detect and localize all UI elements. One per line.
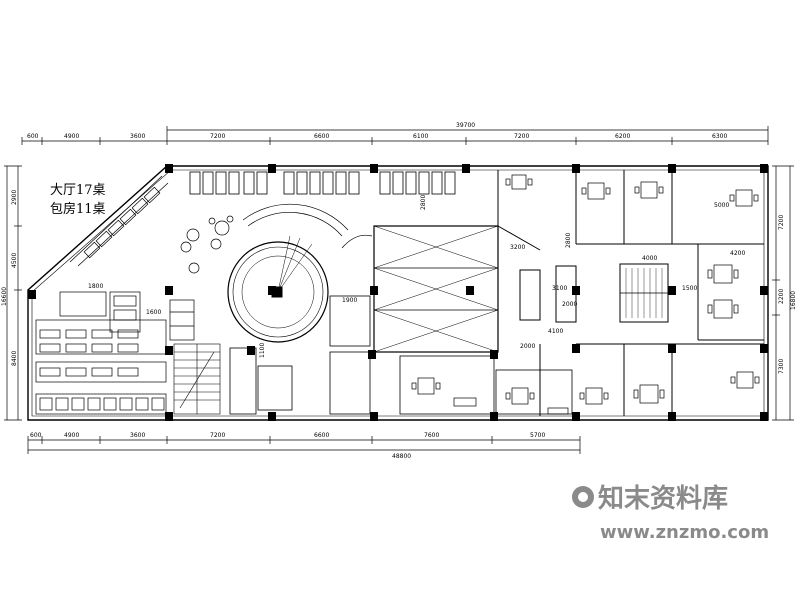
reception-round-tables bbox=[180, 215, 234, 274]
room-dim-2: 2800 bbox=[420, 195, 427, 210]
room-dim-11: 4200 bbox=[730, 250, 745, 257]
dim-bottom-total: 48800 bbox=[392, 453, 411, 460]
dim-top-3: 3600 bbox=[130, 133, 145, 140]
dim-right-1: 7200 bbox=[778, 215, 785, 230]
watermark-url: www.znzmo.com bbox=[600, 522, 769, 543]
diagonal-window-tables bbox=[69, 175, 169, 267]
room-dim-12: 2800 bbox=[565, 233, 572, 248]
dim-left-total: 16600 bbox=[1, 287, 8, 306]
room-dim-8: 2000 bbox=[562, 301, 577, 308]
dim-top-2: 4900 bbox=[64, 133, 79, 140]
dim-top-7: 7200 bbox=[514, 133, 529, 140]
room-dim-9: 5000 bbox=[714, 202, 729, 209]
dim-bottom-1: 600 bbox=[30, 432, 42, 439]
room-dim-14: 1600 bbox=[146, 309, 161, 316]
dim-right-3: 7300 bbox=[778, 359, 785, 374]
room-dimension-labels: 3200 2800 4000 1500 3100 1900 4100 2000 … bbox=[88, 195, 745, 358]
elevator-core bbox=[619, 263, 669, 323]
dim-top-4: 7200 bbox=[210, 133, 225, 140]
dim-left-3: 8400 bbox=[11, 351, 18, 366]
dim-bottom-5: 6600 bbox=[314, 432, 329, 439]
top-booth-row bbox=[189, 171, 456, 195]
room-dim-7: 4100 bbox=[548, 328, 563, 335]
watermark: 知末资料库 www.znzmo.com bbox=[572, 484, 769, 543]
dim-top-8: 6200 bbox=[615, 133, 630, 140]
dim-right-total: 16800 bbox=[790, 291, 797, 310]
room-dim-6: 1900 bbox=[342, 297, 357, 304]
right-dimension-labels: 7200 2200 7300 16800 bbox=[778, 215, 797, 374]
building-outline bbox=[27, 165, 769, 421]
dim-left-2: 4500 bbox=[11, 253, 18, 268]
dim-top-6: 6100 bbox=[413, 133, 428, 140]
seating-note: 大厅17桌 包房11桌 bbox=[50, 183, 106, 217]
left-dimension-chain bbox=[4, 165, 22, 421]
right-dimension-chain bbox=[772, 165, 794, 421]
note-private-rooms: 包房11桌 bbox=[50, 201, 106, 217]
dim-top-9: 6300 bbox=[712, 133, 727, 140]
left-dimension-labels: 2900 4500 8400 16600 bbox=[1, 190, 18, 366]
central-core bbox=[329, 225, 499, 353]
private-room-partitions bbox=[497, 170, 764, 416]
dim-bottom-7: 5700 bbox=[530, 432, 545, 439]
dim-top-total: 39700 bbox=[456, 122, 475, 129]
stairs bbox=[173, 343, 221, 415]
room-dim-3: 4000 bbox=[642, 255, 657, 262]
dim-top-1: 600 bbox=[27, 133, 39, 140]
dim-bottom-3: 3600 bbox=[130, 432, 145, 439]
watermark-brand: 知末资料库 bbox=[598, 484, 728, 514]
room-dim-1: 3200 bbox=[510, 244, 525, 251]
dim-right-2: 2200 bbox=[778, 289, 785, 304]
lower-middle-rooms bbox=[229, 347, 573, 415]
dim-bottom-2: 4900 bbox=[64, 432, 79, 439]
dim-bottom-4: 7200 bbox=[210, 432, 225, 439]
note-hall-tables: 大厅17桌 bbox=[50, 183, 106, 198]
room-dim-15: 1100 bbox=[259, 343, 266, 358]
top-dimension-labels: 600 4900 3600 7200 6600 6100 7200 6200 6… bbox=[27, 122, 727, 140]
dim-left-1: 2900 bbox=[11, 190, 18, 205]
private-room-tables bbox=[411, 174, 760, 415]
bottom-dimension-chain bbox=[27, 436, 581, 454]
dim-bottom-6: 7600 bbox=[424, 432, 439, 439]
structural-columns bbox=[28, 164, 768, 421]
dim-top-5: 6600 bbox=[314, 133, 329, 140]
room-dim-5: 3100 bbox=[552, 285, 567, 292]
left-hall-seating bbox=[35, 291, 195, 415]
bottom-dimension-labels: 600 4900 3600 7200 6600 7600 5700 48800 bbox=[30, 432, 545, 460]
top-dimension-chain bbox=[21, 126, 769, 145]
room-dim-13: 2000 bbox=[520, 343, 535, 350]
room-dim-4: 1500 bbox=[682, 285, 697, 292]
room-dim-10: 1800 bbox=[88, 283, 103, 290]
circular-feature bbox=[227, 203, 349, 343]
